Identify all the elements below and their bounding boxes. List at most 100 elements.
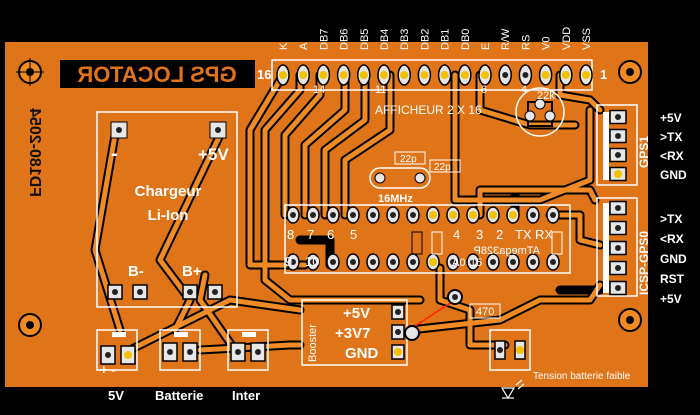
mcu-pad [286, 253, 300, 271]
mcu-pads [286, 206, 560, 271]
led-symbol [500, 379, 525, 400]
cap2-label: 22p [434, 162, 451, 173]
charger-title-1: Chargeur [135, 183, 202, 200]
mcu-pin-9: 9 [285, 254, 292, 269]
mcu-pad [386, 253, 400, 271]
bottom-connector-pad [162, 342, 178, 362]
booster-5v: +5V [343, 305, 370, 322]
crystal-label: 16MHz [378, 193, 413, 205]
gps1-pin-label: <RX [660, 149, 684, 163]
booster-pad [391, 304, 405, 320]
mcu-pad [526, 253, 540, 271]
icsp-pin-label: RST [660, 272, 685, 286]
mcu-pad [306, 206, 320, 224]
charger-minus-label: - [111, 143, 118, 165]
mcu-pad [506, 253, 520, 271]
mounting-hole-bottom-right [618, 308, 642, 332]
charger-bottom-pads [107, 284, 223, 300]
led-caption: Tension batterie faible [533, 371, 631, 382]
bottom-connector-pad [120, 345, 136, 365]
led-pad [494, 340, 506, 360]
mcu-top-pin-label: 8 [287, 227, 294, 242]
lcd-pin-1: 1 [600, 67, 607, 82]
lcd-pin-name: DB1 [440, 29, 452, 50]
gps1-pin-label: +5V [660, 111, 682, 125]
icsp-pad [609, 260, 627, 276]
mcu-pad [326, 253, 340, 271]
gps1-pads [603, 109, 627, 182]
connector-key [242, 332, 256, 337]
gps1-pin-label: GND [660, 168, 687, 182]
mcu-pad [486, 206, 500, 224]
red-link-wire [411, 299, 456, 329]
icsp-pad [609, 220, 627, 236]
lcd-pad [437, 64, 452, 86]
capacitor-c1 [394, 151, 426, 165]
connector-5v-polarity: + - [100, 362, 116, 377]
pot-label: 22k [537, 90, 555, 102]
resistor-label: 470 [476, 306, 494, 318]
charger-bplus-label: B+ [182, 263, 202, 280]
gps1-pin-label: >TX [660, 130, 682, 144]
mcu-pad [446, 253, 460, 271]
mcu-pad [406, 253, 420, 271]
icsp-pin-label: <RX [660, 232, 684, 246]
contrast-potentiometer [515, 87, 565, 137]
booster-pad [391, 344, 405, 360]
mcu-pad [426, 253, 440, 271]
mcu-pad [466, 206, 480, 224]
icsp-pad [609, 200, 627, 216]
mcu-pad [366, 206, 380, 224]
connector-inter-outline [227, 329, 269, 371]
mcu-pad [506, 206, 520, 224]
lcd-pin-4: 4 [521, 84, 527, 96]
mcu-top-pin-label: RX [535, 227, 553, 242]
icsp-pad [609, 280, 627, 296]
mcu-top-pin-label: 7 [307, 227, 314, 242]
resistor-470 [469, 303, 501, 319]
cap1-label: 22p [400, 154, 417, 165]
mcu-pad [466, 253, 480, 271]
booster-3v7: +3V7 [335, 325, 370, 342]
lcd-pad [559, 64, 573, 86]
lcd-pad [296, 64, 310, 86]
mcu-pad [486, 253, 500, 271]
lcd-pad [417, 64, 432, 86]
charger-title-2: Li-Ion [148, 207, 189, 224]
connector-batterie-outline [159, 329, 201, 371]
crystal-16mhz [369, 167, 431, 189]
booster-gnd: GND [345, 345, 379, 362]
icsp-key [603, 203, 609, 293]
charger-bottom-pad [182, 284, 198, 300]
mcu-pad [346, 206, 360, 224]
connector-inter-label: Inter [232, 388, 260, 403]
mcu-pad [326, 206, 340, 224]
mcu-pad [546, 206, 560, 224]
icsp-pad [609, 240, 627, 256]
icsp-pin-label: +5V [660, 292, 682, 306]
mcu-top-pin-label: 4 [453, 227, 460, 242]
lcd-pad [377, 64, 391, 86]
booster-pad [391, 324, 405, 340]
led-pad [514, 340, 526, 360]
mcu-label: ATmega328P [474, 245, 540, 257]
gps1-connector-outline [596, 104, 638, 186]
lcd-pin-name: DB0 [460, 29, 472, 50]
mcu-pad [446, 206, 460, 224]
mounting-hole-bottom-left [18, 313, 42, 337]
mcu-pad [426, 206, 440, 224]
icsp-pin-labels: >TX <RX GND RST +5V [660, 212, 687, 306]
icsp-pin-label: GND [660, 252, 687, 266]
mcu-pad [366, 253, 380, 271]
mcu-socket-outline [284, 204, 571, 274]
connector-5v-outline [96, 329, 138, 371]
icsp-pin-label: >TX [660, 212, 682, 226]
lcd-pad [357, 64, 371, 86]
mcu-top-pin-label: TX [515, 227, 532, 242]
lcd-pin-name: E [480, 43, 492, 50]
title-banner [60, 60, 255, 88]
gps1-key [603, 112, 609, 180]
mcu-pad [286, 206, 300, 224]
icsp-pads [603, 200, 627, 296]
